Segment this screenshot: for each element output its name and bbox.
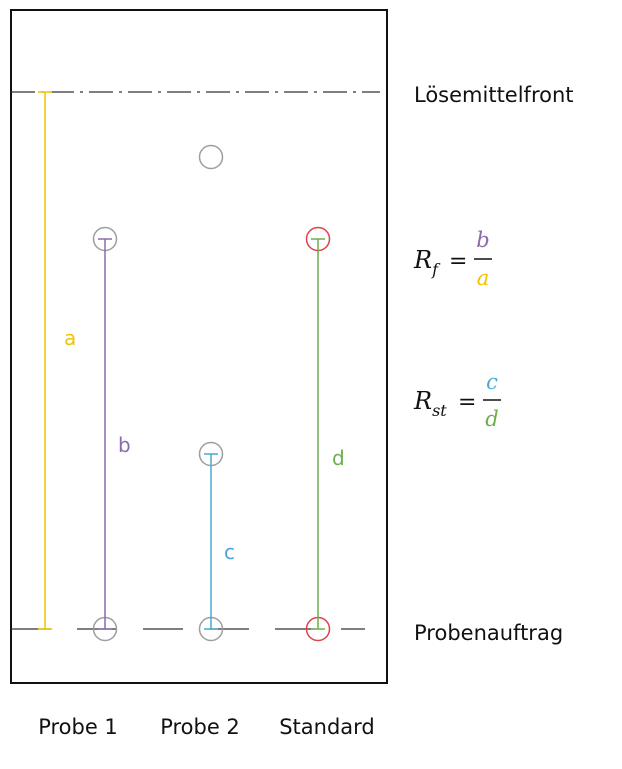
rst-subscript: st <box>432 401 447 420</box>
rf-symbol: R <box>413 246 432 274</box>
distance-c-label: c <box>224 540 235 564</box>
distance-d <box>311 238 325 630</box>
rf-formula: Rf = b a <box>413 228 492 290</box>
rf-equals: = <box>449 249 467 274</box>
rst-symbol: R <box>413 387 432 415</box>
distance-b <box>98 238 112 630</box>
sample-application-label: Probenauftrag <box>414 621 563 645</box>
rf-denominator: a <box>477 266 490 290</box>
distance-c <box>204 453 218 630</box>
distance-a <box>38 91 52 630</box>
lane-label-probe-1: Probe 1 <box>38 715 118 739</box>
rst-numerator: c <box>486 370 498 394</box>
distance-b-label: b <box>118 433 131 457</box>
rst-denominator: d <box>485 407 498 431</box>
probe-2-upper-spot <box>198 144 224 170</box>
rf-subscript: f <box>431 260 441 279</box>
solvent-front-label: Lösemittelfront <box>414 83 574 107</box>
rf-numerator: b <box>476 228 489 252</box>
svg-text:Rst: Rst <box>413 387 447 420</box>
distance-a-label: a <box>64 326 76 350</box>
distance-d-label: d <box>332 446 345 470</box>
lane-label-probe-2: Probe 2 <box>160 715 240 739</box>
rst-formula: Rst = c d <box>413 370 501 431</box>
rst-equals: = <box>458 390 476 415</box>
tlc-plate-frame <box>10 9 388 684</box>
svg-text:Rf: Rf <box>413 246 441 279</box>
lane-label-standard: Standard <box>279 715 375 739</box>
